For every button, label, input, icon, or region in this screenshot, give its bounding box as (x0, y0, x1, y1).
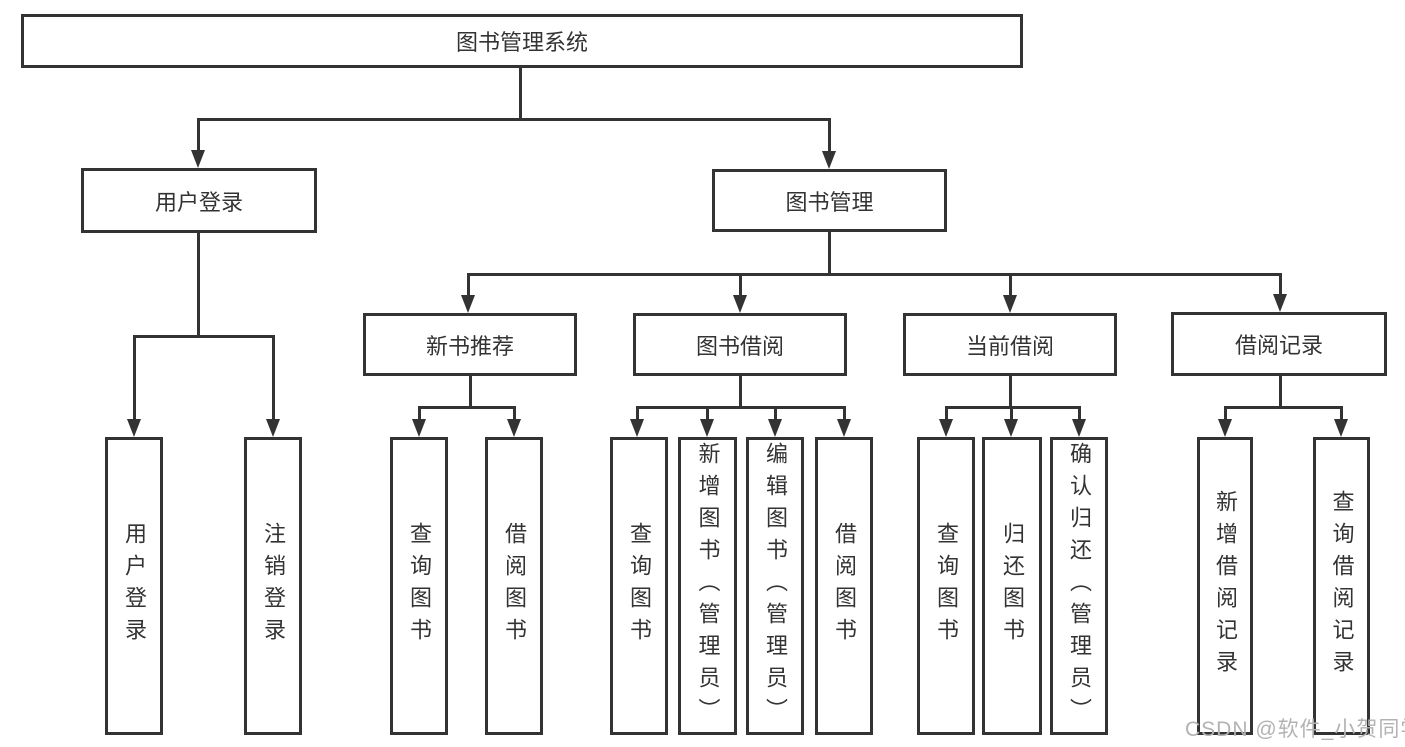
node-new-book-recommend: 新书推荐 (363, 313, 577, 376)
connector-line (706, 406, 709, 421)
connector-line (513, 406, 516, 421)
arrow-down-icon (461, 295, 475, 313)
connector-line (739, 376, 742, 406)
arrow-down-icon (1273, 294, 1287, 312)
node-user-login: 用户登录 (81, 168, 317, 233)
leaf-borrow-edit-admin-label: 编辑图书（管理员） (763, 442, 788, 730)
leaf-records-query-label: 查询借阅记录 (1329, 490, 1355, 682)
connector-line (1224, 406, 1227, 421)
node-current-borrow: 当前借阅 (903, 313, 1117, 376)
connector-line (197, 118, 200, 152)
leaf-user-login: 用户登录 (105, 437, 163, 735)
arrow-down-icon (1334, 419, 1348, 437)
connector-line (469, 376, 472, 406)
arrow-down-icon (837, 419, 851, 437)
leaf-current-query-label: 查询图书 (934, 522, 959, 650)
connector-line (133, 335, 275, 338)
connector-line (636, 406, 639, 421)
connector-line (739, 273, 742, 297)
connector-line (272, 335, 275, 421)
connector-line (467, 273, 1282, 276)
connector-line (774, 406, 777, 421)
arrow-down-icon (1072, 419, 1086, 437)
connector-line (1009, 376, 1012, 406)
connector-line (1340, 406, 1343, 421)
connector-line (197, 233, 200, 335)
leaf-records-query: 查询借阅记录 (1313, 437, 1370, 735)
leaf-user-login-label: 用户登录 (122, 522, 147, 650)
connector-line (636, 406, 845, 409)
node-root: 图书管理系统 (21, 14, 1023, 68)
node-root-label: 图书管理系统 (455, 30, 588, 55)
arrow-down-icon (768, 419, 782, 437)
arrow-down-icon (822, 151, 836, 169)
leaf-current-query: 查询图书 (917, 437, 975, 735)
node-book-borrow: 图书借阅 (633, 313, 847, 376)
connector-line (1010, 406, 1013, 421)
leaf-newbooks-borrow: 借阅图书 (485, 437, 543, 735)
arrow-down-icon (700, 419, 714, 437)
leaf-borrow-borrow: 借阅图书 (815, 437, 873, 735)
arrow-down-icon (939, 419, 953, 437)
arrow-down-icon (1218, 419, 1232, 437)
node-current-borrow-label: 当前借阅 (965, 333, 1054, 359)
connector-line (843, 406, 846, 421)
leaf-logout: 注销登录 (244, 437, 302, 735)
arrow-down-icon (1004, 419, 1018, 437)
connector-line (1279, 376, 1282, 406)
arrow-down-icon (191, 150, 205, 168)
leaf-borrow-query: 查询图书 (610, 437, 668, 735)
leaf-logout-label: 注销登录 (261, 522, 286, 650)
connector-line (1224, 406, 1343, 409)
arrow-down-icon (630, 419, 644, 437)
arrow-down-icon (266, 419, 280, 437)
node-book-management: 图书管理 (712, 169, 947, 232)
node-book-management-label: 图书管理 (785, 189, 874, 215)
connector-line (1078, 406, 1081, 421)
arrow-down-icon (412, 419, 426, 437)
node-borrow-records: 借阅记录 (1171, 312, 1387, 376)
connector-line (1009, 273, 1012, 297)
leaf-newbooks-query: 查询图书 (390, 437, 448, 735)
csdn-watermark: CSDN @软件_小贺同学 (1185, 718, 1405, 741)
leaf-borrow-add-admin-label: 新增图书（管理员） (695, 442, 721, 730)
leaf-newbooks-query-label: 查询图书 (407, 522, 432, 650)
leaf-newbooks-borrow-label: 借阅图书 (502, 522, 527, 650)
connector-line (519, 68, 522, 118)
leaf-records-add-label: 新增借阅记录 (1213, 490, 1238, 682)
leaf-current-return-label: 归还图书 (1000, 522, 1025, 650)
leaf-records-add: 新增借阅记录 (1197, 437, 1253, 735)
leaf-current-confirm-admin: 确认归还（管理员） (1050, 437, 1108, 735)
connector-line (467, 273, 470, 297)
leaf-borrow-query-label: 查询图书 (627, 522, 652, 650)
connector-line (1279, 273, 1282, 297)
connector-line (945, 406, 1081, 409)
leaf-current-confirm-admin-label: 确认归还（管理员） (1067, 442, 1092, 730)
node-new-book-recommend-label: 新书推荐 (425, 333, 514, 359)
connector-line (945, 406, 948, 421)
node-user-login-label: 用户登录 (154, 189, 243, 215)
connector-line (828, 232, 831, 273)
leaf-current-return: 归还图书 (982, 437, 1042, 735)
arrow-down-icon (127, 419, 141, 437)
leaf-borrow-add-admin: 新增图书（管理员） (678, 437, 737, 735)
leaf-borrow-borrow-label: 借阅图书 (832, 522, 857, 650)
arrow-down-icon (733, 295, 747, 313)
leaf-borrow-edit-admin: 编辑图书（管理员） (746, 437, 804, 735)
connector-line (828, 118, 831, 153)
node-book-borrow-label: 图书借阅 (695, 333, 784, 359)
connector-line (418, 406, 516, 409)
arrow-down-icon (1003, 295, 1017, 313)
connector-line (133, 335, 136, 421)
connector-line (418, 406, 421, 421)
arrow-down-icon (507, 419, 521, 437)
connector-line (197, 118, 831, 121)
node-borrow-records-label: 借阅记录 (1234, 333, 1323, 358)
